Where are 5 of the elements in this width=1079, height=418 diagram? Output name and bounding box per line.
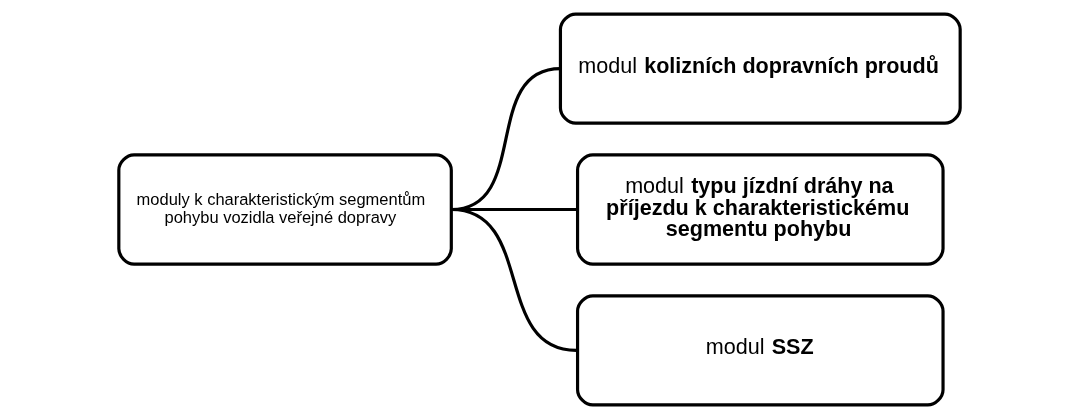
node-box: modul typu jízdní dráhy na příjezdu k charakteristickému segmentu pohybu xyxy=(576,152,945,266)
connector xyxy=(451,207,577,352)
node-box: modul kolizních dopravních proudů xyxy=(558,12,962,125)
node-box: modul SSZ xyxy=(576,293,945,406)
node-box: moduly k charakteristickým segmentům pohybu vozidla veřejné dopravy xyxy=(117,152,453,266)
